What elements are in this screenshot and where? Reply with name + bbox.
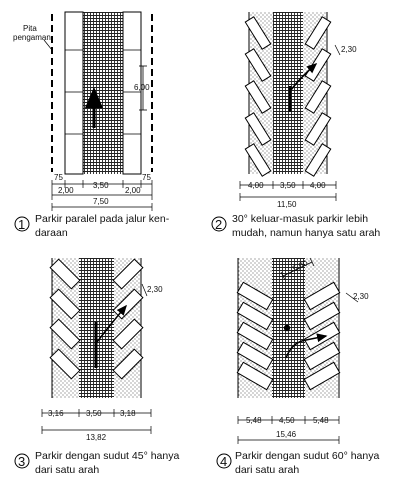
stall-strip-right: [122, 11, 142, 175]
angle-dim: 2,30: [353, 292, 369, 301]
panel-2-diagram: 2,30 4,00 3,50 4,00 11,50: [239, 12, 357, 209]
dim-right: 3,18: [120, 409, 136, 418]
angle-dim: 2,30: [341, 45, 357, 54]
dim-total: 15,46: [276, 430, 297, 439]
panel-1-diagram: Pita pengaman 6,00 75 3,50 75 2,00 2,00 …: [13, 11, 153, 211]
caption-line1: Parkir dengan sudut 45° hanya: [35, 450, 179, 462]
stall-strip-left: [64, 11, 84, 175]
caption-line2: dari satu arah: [235, 464, 299, 476]
side-label-line2: pengaman: [13, 33, 51, 42]
dim-center: 4,50: [279, 416, 295, 425]
stall-dim: 6,00: [134, 83, 150, 92]
caption-line1: 30° keluar-masuk parkir lebih: [232, 213, 368, 225]
car-marker: [283, 324, 291, 332]
caption-line2: mudah, namun hanya satu arah: [232, 227, 380, 239]
dim-right: 5,48: [313, 416, 329, 425]
panel-4-caption: 4 Parkir dengan sudut 60° hanya dari sat…: [216, 450, 379, 476]
dim-left: 5,48: [246, 416, 262, 425]
caption-line2: dari satu arah: [35, 464, 99, 476]
panel-1-caption: 1 Parkir paralel pada jalur ken- daraan: [14, 213, 170, 239]
panel-4-diagram: 5,00 2,30 5,48 4,50 5,48 15,46: [236, 257, 369, 444]
side-label-line1: Pita: [23, 24, 37, 33]
dim-total: 11,50: [277, 200, 297, 209]
svg-text:4: 4: [220, 454, 227, 469]
dim-left: 4,00: [248, 181, 264, 190]
panel-2-caption: 2 30° keluar-masuk parkir lebih mudah, n…: [211, 213, 380, 239]
dim-total: 13,82: [86, 433, 107, 442]
dim-left: 3,16: [48, 409, 64, 418]
road-lane: [83, 12, 123, 174]
svg-text:1: 1: [18, 217, 25, 232]
angle-dim: 2,30: [147, 285, 163, 294]
road-lane: [273, 12, 303, 174]
dim-right: 4,00: [310, 181, 326, 190]
panel-3-caption: 3 Parkir dengan sudut 45° hanya dari sat…: [14, 450, 179, 476]
dim-center: 3,50: [280, 181, 296, 190]
dim-total: 7,50: [93, 197, 109, 206]
dim-left-stall: 2,00: [58, 186, 74, 195]
dim-right-stall: 2,00: [125, 186, 141, 195]
panel-3-diagram: 2,30 3,16 3,50 3,18 13,82: [41, 258, 163, 442]
dim-left-margin: 75: [54, 173, 63, 182]
svg-text:3: 3: [18, 454, 25, 469]
caption-line2: daraan: [35, 227, 68, 239]
dim-right-margin: 75: [142, 173, 151, 182]
caption-line1: Parkir paralel pada jalur ken-: [35, 213, 170, 225]
dim-center: 3,50: [86, 409, 102, 418]
caption-line1: Parkir dengan sudut 60° hanya: [235, 450, 379, 462]
dim-center: 3,50: [93, 181, 109, 190]
svg-text:2: 2: [215, 217, 222, 232]
